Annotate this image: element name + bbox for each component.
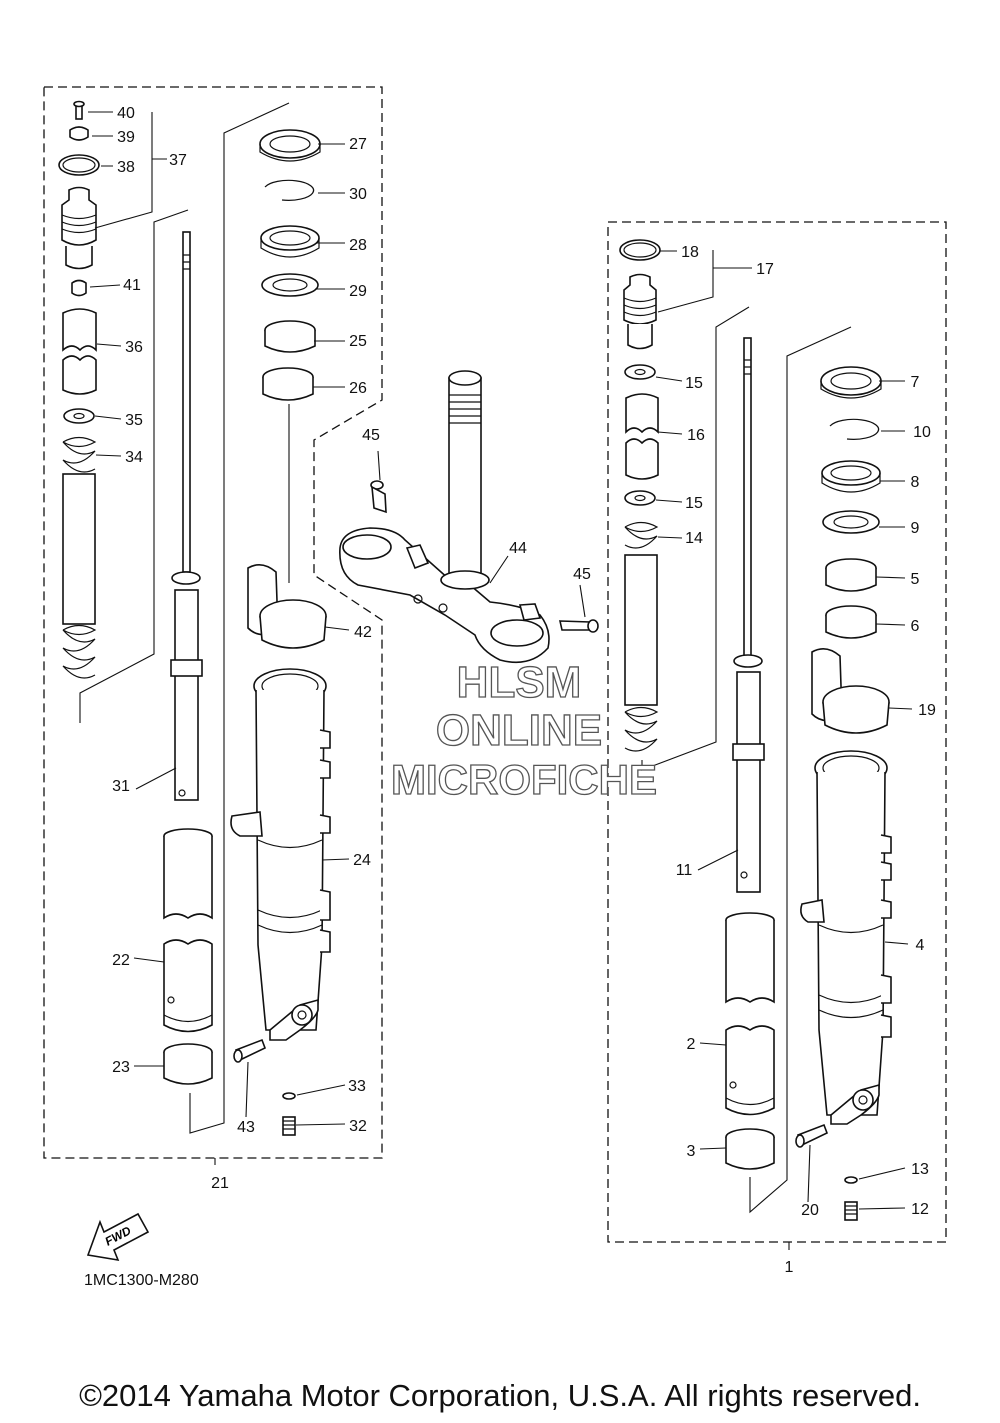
triple-clamp-bolts	[370, 480, 599, 633]
callout-label: 26	[349, 380, 367, 397]
callout-label: 44	[509, 540, 527, 557]
left-spring-seat	[63, 408, 95, 424]
callout-label: 5	[911, 571, 920, 588]
callout-label: 28	[349, 237, 367, 254]
left-damper-rod	[170, 231, 203, 801]
right-damper-rod	[732, 337, 765, 893]
callout-label: 36	[125, 339, 143, 356]
callout-label: 21	[211, 1175, 229, 1192]
callout-label: 15	[685, 495, 703, 512]
callout-label: 16	[687, 427, 705, 444]
left-outer-tube	[230, 668, 331, 1041]
watermark: HLSM ONLINE MICROFICHE	[390, 657, 657, 803]
callout-label: 43	[237, 1119, 255, 1136]
callout-label: 37	[169, 152, 187, 169]
callout-label: 1	[785, 1259, 794, 1276]
callout-label: 31	[112, 778, 130, 795]
watermark-line2: ONLINE	[436, 706, 602, 755]
callout-label: 33	[348, 1078, 366, 1095]
right-inner-tube	[725, 912, 775, 1116]
watermark-line1: HLSM	[457, 658, 582, 707]
left-locknut	[71, 279, 87, 297]
left-bushing	[163, 1043, 213, 1085]
right-outer-tube	[800, 750, 892, 1125]
fwd-arrow-icon: FWD	[86, 1212, 150, 1262]
callout-label: 11	[676, 862, 693, 879]
callout-label: 12	[911, 1201, 929, 1218]
left-oil-seal-stack	[259, 129, 321, 401]
callout-label: 6	[911, 618, 920, 635]
callout-label: 29	[349, 283, 367, 300]
left-protector-guard	[247, 564, 327, 649]
callout-label: 45	[362, 427, 380, 444]
callout-label: 18	[681, 244, 699, 261]
callout-label: 30	[349, 186, 367, 203]
triple-clamp-and-stem	[339, 370, 550, 664]
callout-label: 23	[112, 1059, 130, 1076]
callout-label: 39	[117, 129, 135, 146]
callout-label: 34	[125, 449, 143, 466]
callout-label: 9	[911, 520, 920, 537]
right-fork-cap-assembly	[619, 239, 661, 350]
callout-label: 41	[123, 277, 141, 294]
right-protector-guard	[811, 648, 890, 734]
left-fork-assembly-box	[43, 86, 383, 1159]
right-bushing	[725, 1128, 775, 1170]
callout-label: 14	[685, 530, 703, 547]
diagram-code: 1MC1300-M280	[84, 1272, 199, 1289]
left-spacer	[62, 308, 97, 395]
right-fork-assembly-box	[607, 221, 947, 1243]
leader-lines	[88, 111, 913, 1210]
copyright-footer: ©2014 Yamaha Motor Corporation, U.S.A. A…	[79, 1378, 921, 1413]
callout-labels: 1 2 3 4 5 6 7 8 9 10 11 12 13 14 15 15 1…	[112, 105, 936, 1276]
callout-label: 15	[685, 375, 703, 392]
callout-label: 27	[349, 136, 367, 153]
callout-label: 13	[911, 1161, 929, 1178]
callout-label: 17	[756, 261, 774, 278]
callout-label: 24	[353, 852, 371, 869]
callout-label: 32	[349, 1118, 367, 1135]
left-fork-spring	[62, 436, 97, 679]
callout-label: 25	[349, 333, 367, 350]
callout-label: 38	[117, 159, 135, 176]
right-spacer	[625, 393, 659, 480]
right-oil-seal-stack	[820, 366, 882, 639]
callout-label: 22	[112, 952, 130, 969]
callout-label: 4	[916, 937, 925, 954]
callout-label: 42	[354, 624, 372, 641]
left-inner-tube	[163, 828, 213, 1033]
callout-label: 10	[913, 424, 931, 441]
left-fork-cap-assembly	[58, 100, 100, 270]
callout-label: 20	[801, 1202, 819, 1219]
callout-label: 3	[687, 1143, 696, 1160]
left-fasteners	[233, 1038, 296, 1136]
callout-label: 2	[687, 1036, 696, 1053]
group-brackets	[79, 102, 852, 1250]
callout-label: 7	[911, 374, 920, 391]
right-fork-spring	[624, 521, 659, 752]
callout-label: 35	[125, 412, 143, 429]
callout-label: 40	[117, 105, 135, 122]
watermark-line3: MICROFICHE	[391, 756, 657, 803]
callout-label: 19	[918, 702, 936, 719]
callout-label: 8	[911, 474, 920, 491]
callout-label: 45	[573, 566, 591, 583]
right-fasteners	[795, 1123, 858, 1221]
right-spring-seats	[624, 364, 656, 506]
